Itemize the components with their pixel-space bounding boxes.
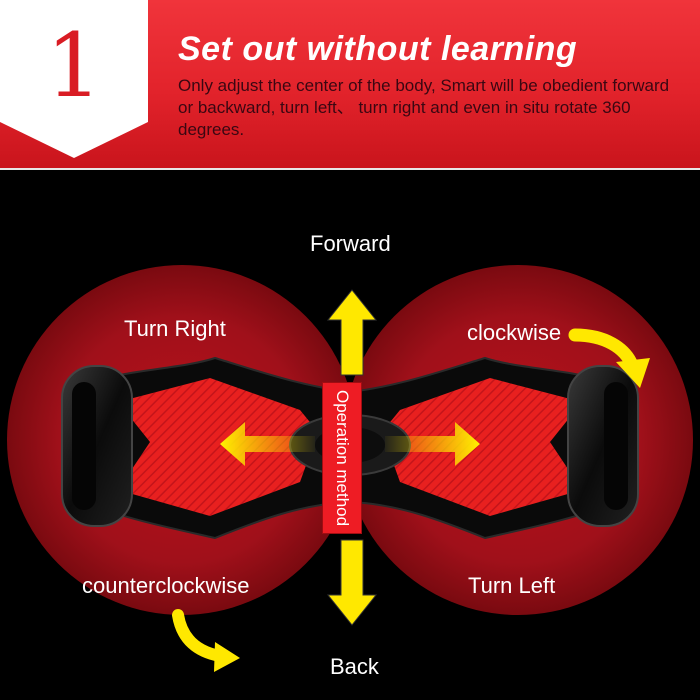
back-arrow-icon	[326, 539, 378, 626]
left-wheel	[61, 365, 133, 527]
counterclockwise-label: counterclockwise	[82, 573, 250, 598]
operation-method-text: Operation method	[333, 389, 352, 527]
counterclockwise-arrow-icon	[172, 609, 240, 672]
turn-left-label: Turn Left	[468, 573, 556, 598]
turn-right-label: Turn Right	[124, 316, 226, 341]
clockwise-arrow-icon	[568, 328, 650, 388]
forward-arrow-icon	[326, 289, 378, 376]
left-footpad	[118, 378, 318, 516]
header-banner: 1 Set out without learning Only adjust t…	[0, 0, 700, 170]
left-pad-arrow-icon	[220, 422, 315, 466]
right-pad-arrow-icon	[385, 422, 480, 466]
right-wheel	[567, 365, 639, 527]
back-label: Back	[330, 654, 379, 679]
banner-title: Set out without learning	[178, 30, 578, 68]
operation-method-badge: Operation method	[322, 382, 362, 534]
step-badge-shape	[0, 0, 148, 158]
banner-description: Only adjust the center of the body, Smar…	[178, 76, 670, 139]
step-number: 1	[46, 14, 102, 117]
clockwise-label: clockwise	[467, 320, 562, 345]
right-footpad	[382, 378, 582, 516]
forward-label: Forward	[310, 231, 391, 256]
